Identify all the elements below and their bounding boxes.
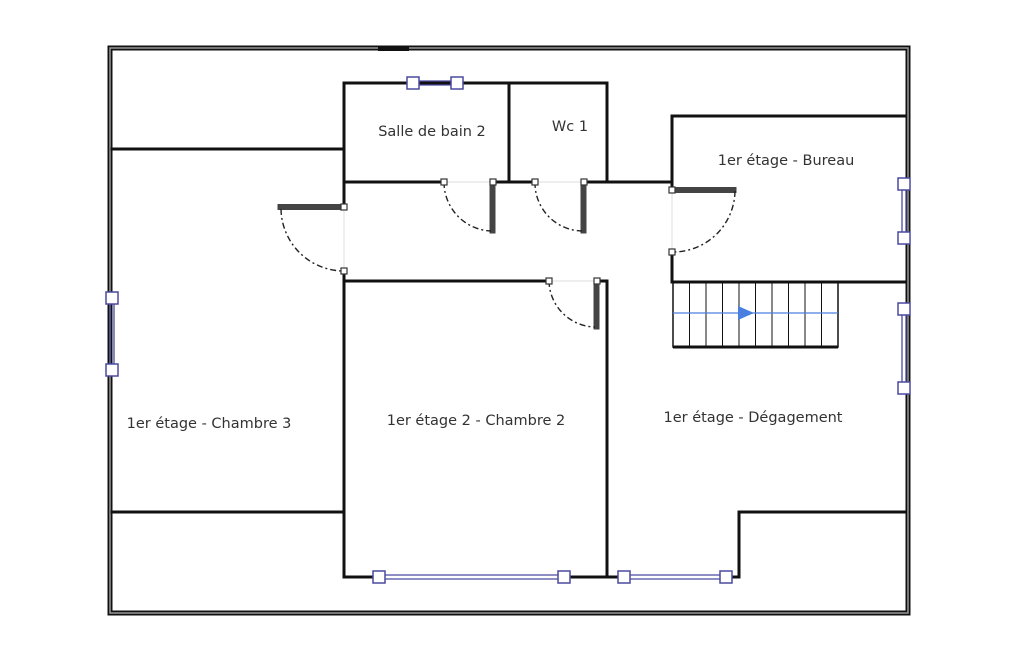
interior-walls [110, 81, 907, 579]
window-salle-de-bain [406, 76, 464, 90]
room-label-degagement: 1er étage - Dégagement [663, 410, 842, 426]
door-wc [531, 178, 588, 234]
staircase [672, 281, 839, 349]
window-bureau [897, 177, 911, 245]
room-label-chambre-3: 1er étage - Chambre 3 [127, 416, 292, 432]
door-chambre-2 [545, 277, 601, 330]
window-chambre-2 [372, 570, 571, 584]
door-chambre-3 [277, 203, 348, 275]
room-label-salle-de-bain-2: Salle de bain 2 [378, 124, 486, 140]
room-label-chambre-2: 1er étage 2 - Chambre 2 [387, 413, 566, 429]
room-label-bureau: 1er étage - Bureau [718, 153, 855, 169]
stair-arrow-icon [738, 306, 754, 320]
door-salle-de-bain [440, 178, 497, 234]
room-label-wc-1: Wc 1 [552, 119, 588, 135]
window-degagement-bottom [617, 570, 733, 584]
door-bureau [668, 186, 737, 256]
window-degagement-right [897, 302, 911, 395]
window-chambre-3 [105, 291, 119, 377]
